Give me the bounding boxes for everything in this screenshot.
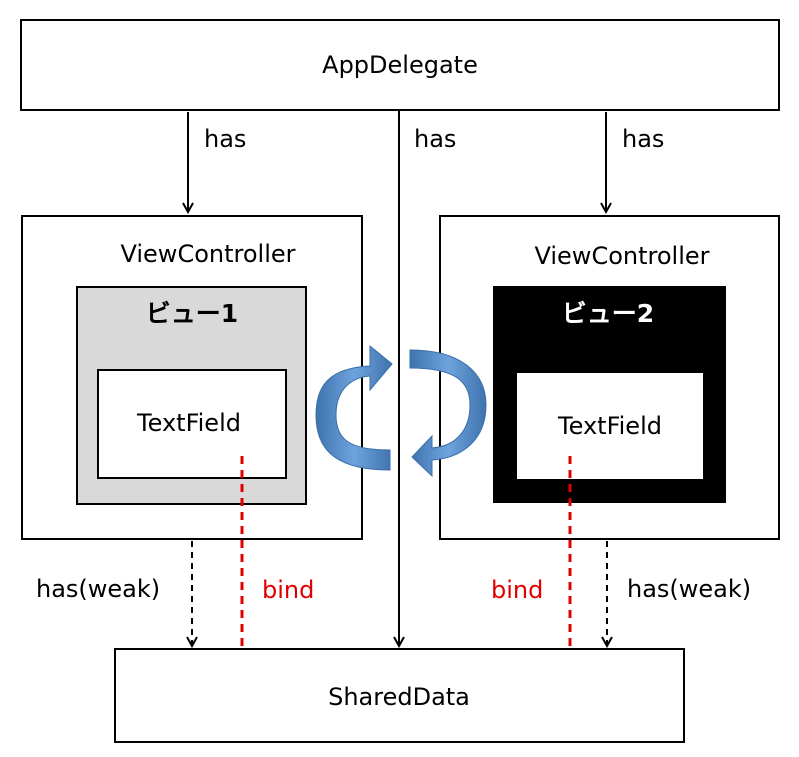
edge-weak-right-label: has(weak) <box>627 575 751 603</box>
textfield-1-node: TextField <box>97 369 287 479</box>
textfield-2-node: TextField <box>515 371 705 481</box>
shared-data-label: SharedData <box>328 683 470 711</box>
edge-has-center-label: has <box>414 125 456 153</box>
edge-bind-right-label: bind <box>491 576 543 604</box>
edge-bind-left-label: bind <box>262 576 314 604</box>
view-controller-2-label: ViewController <box>534 242 709 270</box>
edge-weak-left-label: has(weak) <box>36 575 160 603</box>
edge-has-left-label: has <box>204 125 246 153</box>
view-1-label: ビュー1 <box>146 299 238 328</box>
edge-has-right-label: has <box>622 125 664 153</box>
textfield-2-label: TextField <box>557 412 662 440</box>
shared-data-node: SharedData <box>114 648 685 743</box>
textfield-1-label: TextField <box>136 409 241 437</box>
view-2-label: ビュー2 <box>562 299 654 328</box>
app-delegate-label: AppDelegate <box>322 51 478 79</box>
view-controller-1-label: ViewController <box>120 240 295 268</box>
app-delegate-node: AppDelegate <box>20 19 780 111</box>
sync-cycle-arrows <box>315 344 487 478</box>
cycle-arrow-right <box>409 349 487 478</box>
cycle-arrow-left <box>315 344 393 471</box>
